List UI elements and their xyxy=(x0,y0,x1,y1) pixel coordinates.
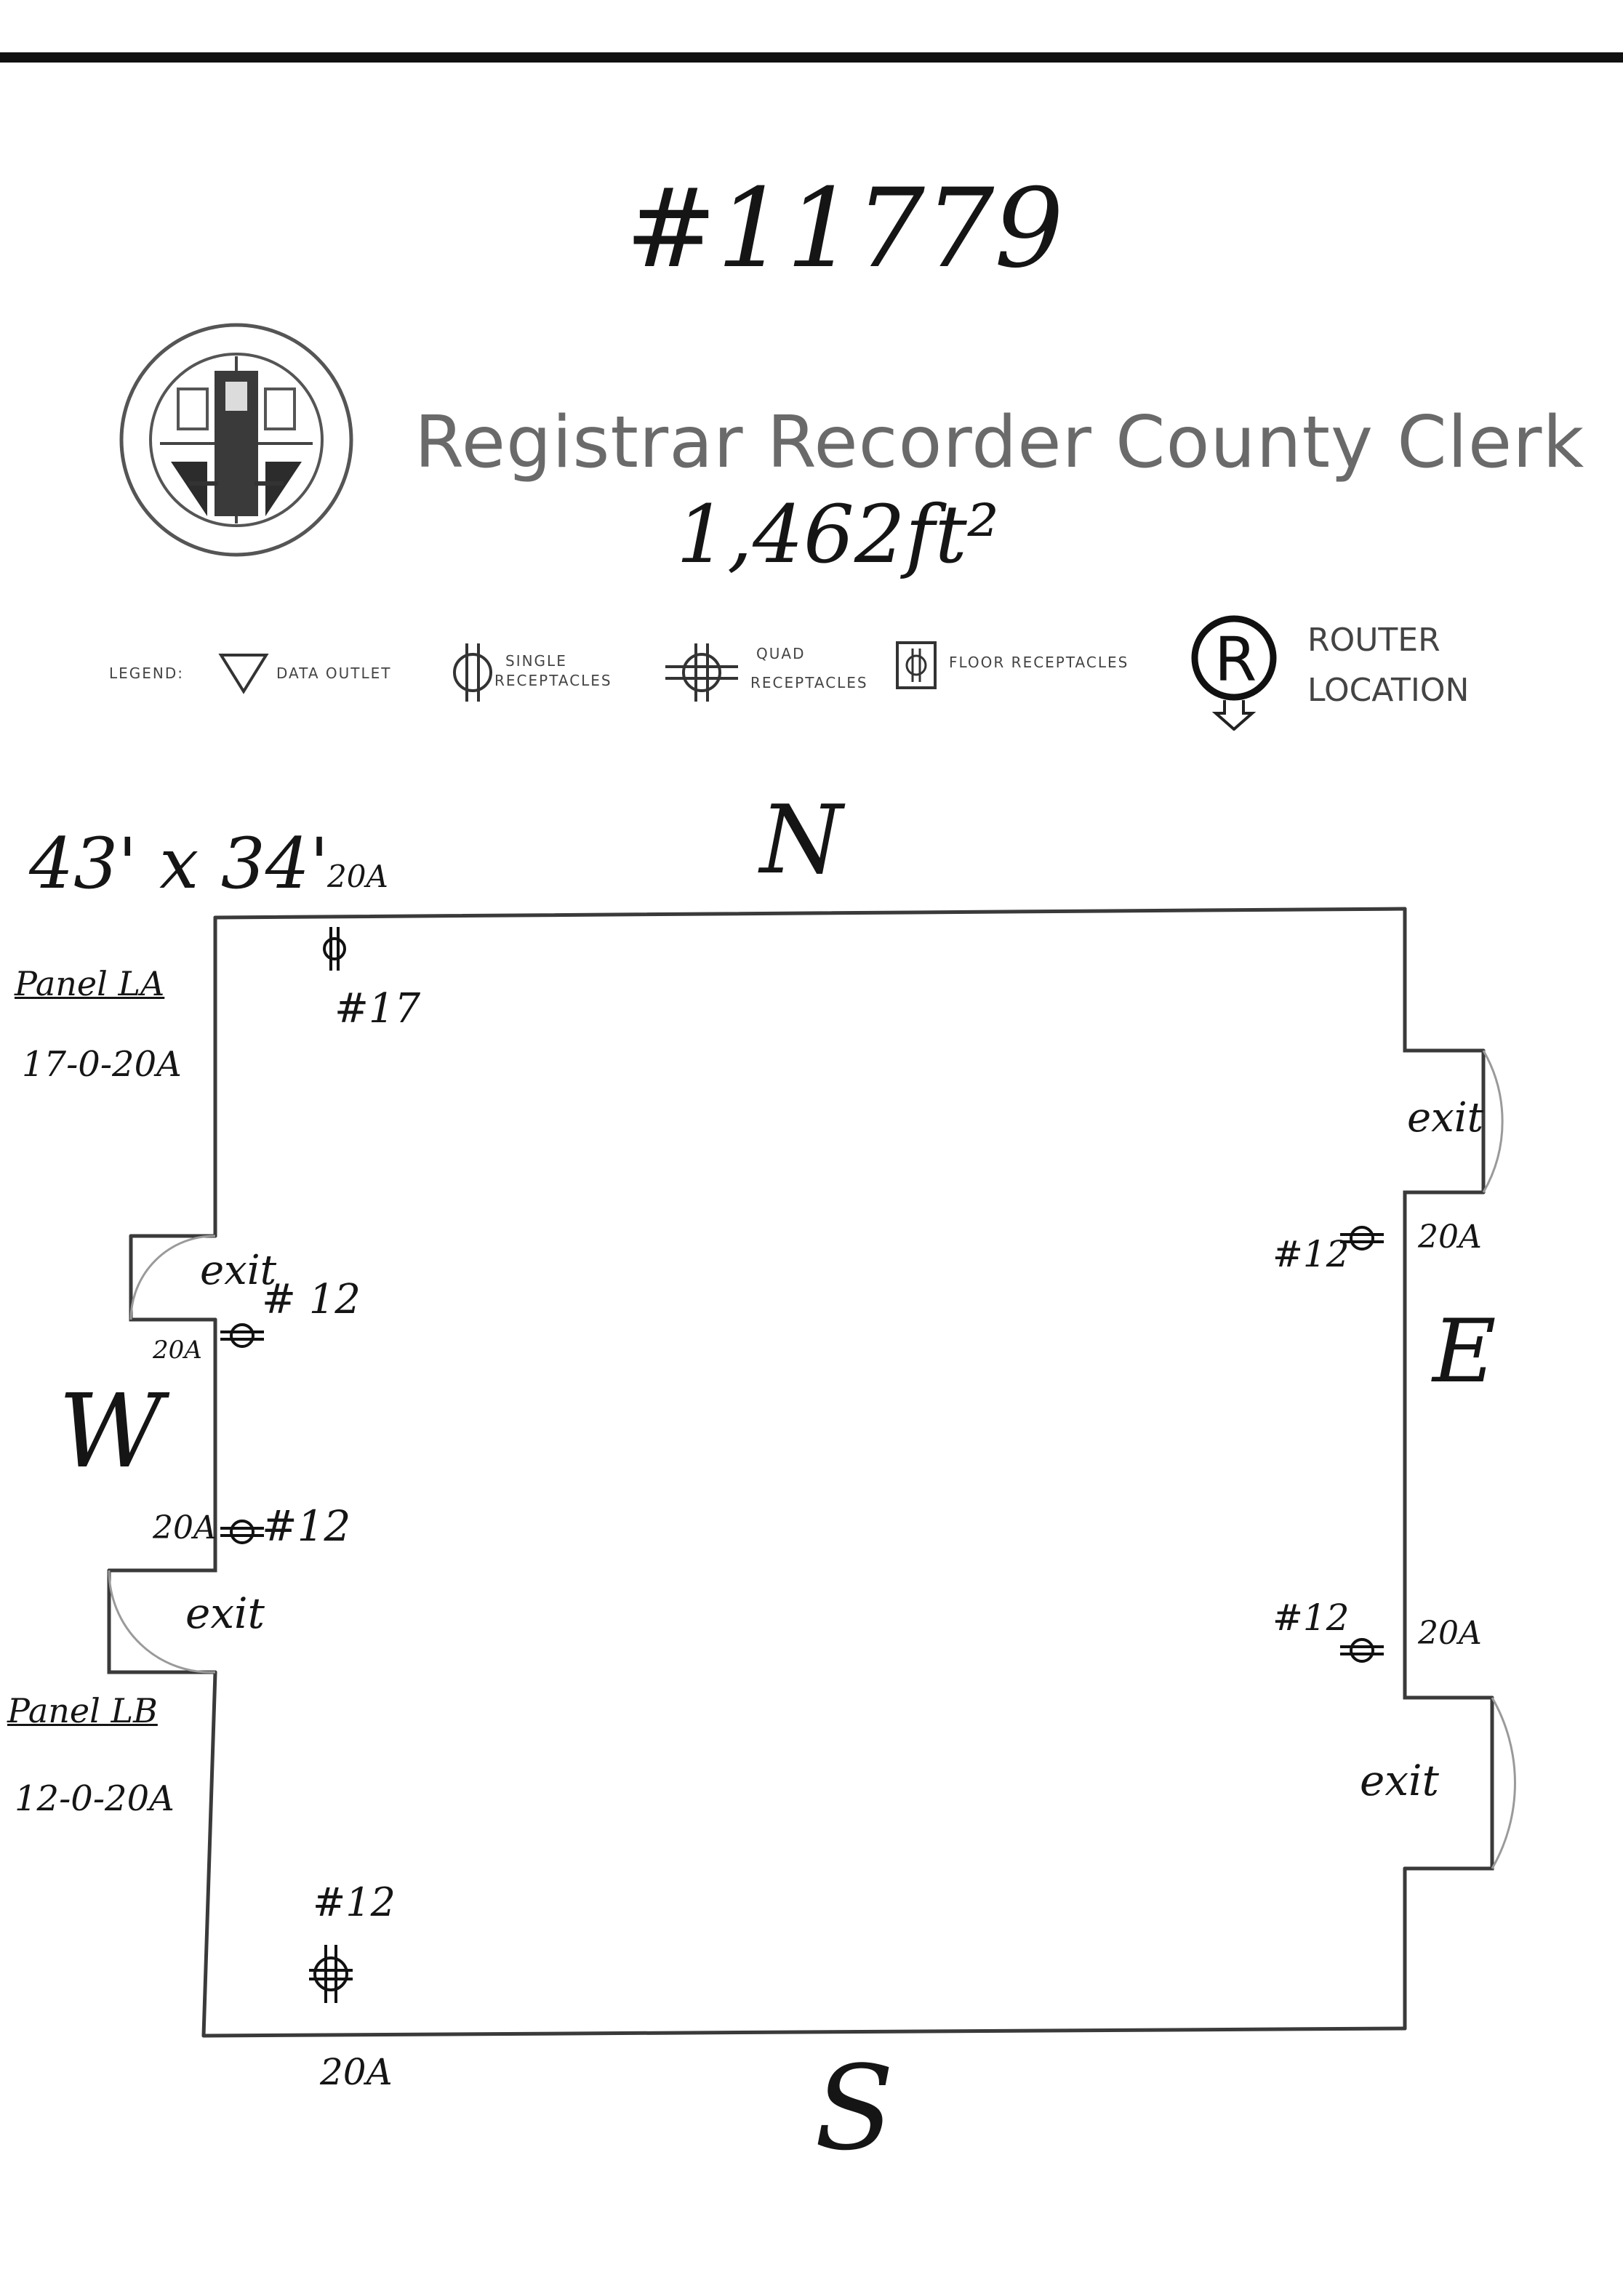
north-receptacle-circuit: #17 xyxy=(334,985,421,1032)
job-number: #11779 xyxy=(625,166,1064,292)
north-receptacle-amps: 20A xyxy=(327,859,388,894)
east-lower-receptacle-circuit: #12 xyxy=(1273,1597,1350,1639)
compass-south: S xyxy=(814,2040,894,2176)
router-location-line2: LOCATION xyxy=(1307,672,1470,709)
panel-lb-name: Panel LB xyxy=(7,1691,158,1730)
county-seal-icon xyxy=(119,323,353,557)
south-receptacle-icon xyxy=(309,1945,353,2003)
panel-lb-circuit: 12-0-20A xyxy=(15,1778,175,1819)
legend-quad-line1: QUAD xyxy=(756,645,806,662)
compass-north: N xyxy=(760,784,843,895)
east-upper-receptacle-amps: 20A xyxy=(1418,1219,1482,1256)
router-location-line1: ROUTER xyxy=(1307,622,1440,659)
east-upper-receptacle-icon xyxy=(1340,1226,1384,1251)
panel-la-name: Panel LA xyxy=(15,964,165,1003)
west-upper-receptacle-amps: 20A xyxy=(153,1336,202,1365)
south-receptacle-circuit: #12 xyxy=(313,1879,396,1925)
legend-floor-receptacles: FLOOR RECEPTACLES xyxy=(949,654,1129,671)
legend-title: LEGEND: xyxy=(109,665,185,682)
west-upper-receptacle-icon xyxy=(220,1323,264,1348)
router-icon xyxy=(1191,615,1277,731)
exit-east-lower: exit xyxy=(1360,1756,1439,1805)
west-lower-receptacle-amps: 20A xyxy=(153,1509,217,1546)
exit-west-upper: exit xyxy=(200,1247,277,1294)
organization-title: Registrar Recorder County Clerk xyxy=(414,401,1585,484)
east-upper-receptacle-circuit: #12 xyxy=(1273,1233,1350,1275)
south-receptacle-amps: 20A xyxy=(320,2051,393,2093)
east-lower-receptacle-amps: 20A xyxy=(1418,1615,1482,1652)
exit-west-lower: exit xyxy=(185,1589,265,1638)
floor-receptacle-icon xyxy=(896,641,937,689)
router-symbol: R xyxy=(1214,624,1257,695)
data-outlet-icon xyxy=(218,654,269,694)
legend-quad-line2: RECEPTACLES xyxy=(750,674,868,691)
exit-east-upper: exit xyxy=(1407,1094,1484,1141)
compass-west: W xyxy=(58,1373,163,1491)
west-lower-receptacle-icon xyxy=(220,1520,264,1544)
legend-data-outlet: DATA OUTLET xyxy=(276,665,392,682)
compass-east: E xyxy=(1432,1301,1496,1402)
east-lower-receptacle-icon xyxy=(1340,1638,1384,1663)
room-dimensions: 43' x 34' xyxy=(29,823,329,904)
west-lower-receptacle-circuit: #12 xyxy=(262,1501,351,1551)
legend-single-line1: SINGLE xyxy=(505,652,567,670)
west-upper-receptacle-circuit: # 12 xyxy=(262,1276,361,1323)
single-receptacle-icon xyxy=(453,643,492,702)
north-receptacle-icon xyxy=(323,927,346,971)
scan-top-edge xyxy=(0,52,1623,63)
panel-la-circuit: 17-0-20A xyxy=(22,1044,182,1085)
area-note: 1,462ft² xyxy=(676,488,999,581)
quad-receptacle-icon xyxy=(665,643,738,702)
legend-single-line2: RECEPTACLES xyxy=(494,672,612,689)
